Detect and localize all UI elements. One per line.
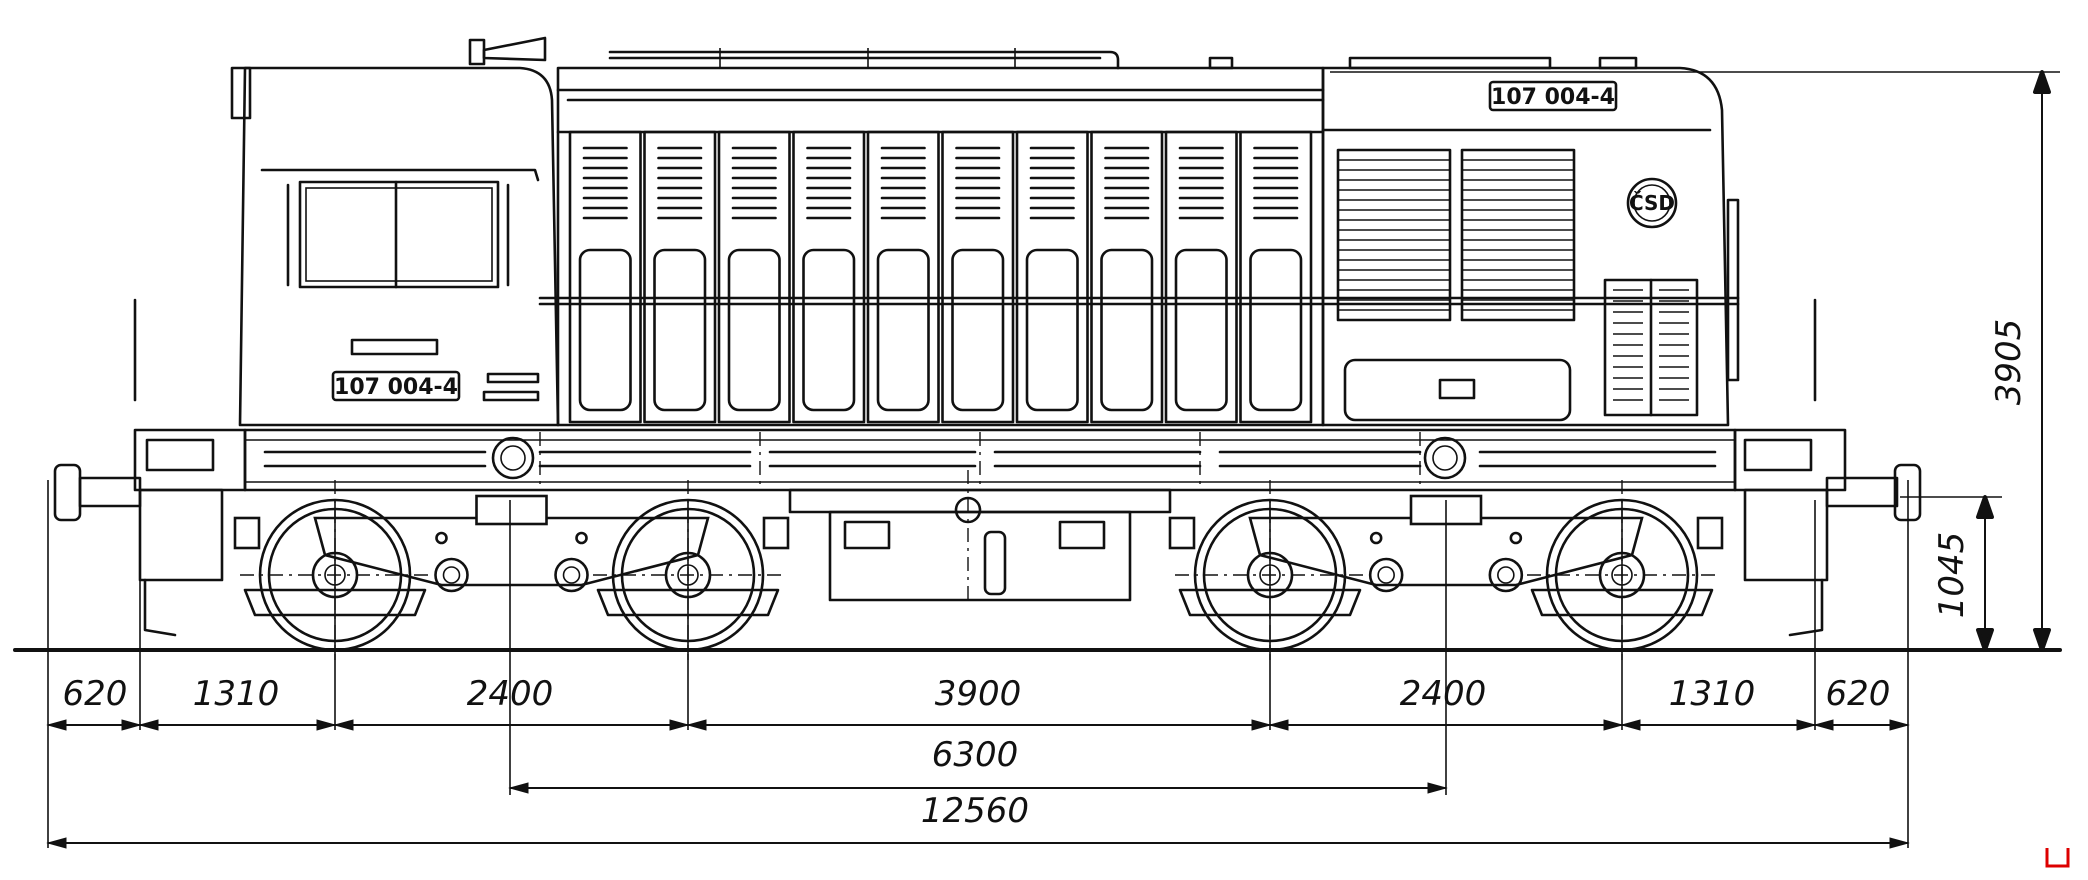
dim-label-620-rear: 620 xyxy=(1826,674,1891,714)
hood-door xyxy=(941,130,1015,424)
sandbox-filler-right xyxy=(1423,436,1467,480)
hood-door xyxy=(792,130,866,424)
cab-number-text: 107 004-4 xyxy=(334,375,458,400)
roof-pipe xyxy=(608,50,1120,70)
dim-label-2400-rear: 2400 xyxy=(1400,674,1487,714)
radiator-grille-left xyxy=(1336,148,1452,322)
fuel-tank xyxy=(828,510,1132,602)
hood-door xyxy=(1239,130,1313,424)
end-handrail xyxy=(1726,198,1740,382)
battery-box-door xyxy=(1343,358,1572,422)
dim-label-bogie-centres: 6300 xyxy=(932,735,1019,775)
hood-door xyxy=(568,130,642,424)
bogie xyxy=(233,494,790,617)
cab xyxy=(238,66,560,427)
cab-pillar xyxy=(230,66,252,120)
cab-rain-gutter xyxy=(260,168,540,182)
long-hood-doors xyxy=(568,130,1313,424)
long-hood xyxy=(556,66,1325,427)
dim-label-height: 3905 xyxy=(1989,319,2029,406)
hood-door xyxy=(717,130,791,424)
rear-buffer xyxy=(1825,463,1922,522)
hood-number-plate: 107 004-4 xyxy=(1488,80,1618,112)
dim-label-620-front: 620 xyxy=(63,674,128,714)
dim-label-buffer-height: 1045 xyxy=(1932,532,1972,619)
front-buffer xyxy=(53,463,142,522)
dim-label-overall: 12560 xyxy=(921,791,1029,831)
hood-number-text: 107 004-4 xyxy=(1491,85,1615,110)
horn-icon xyxy=(468,36,547,66)
cab-window xyxy=(298,180,500,289)
underframe xyxy=(53,298,1922,637)
hood-door xyxy=(866,130,940,424)
hood-door xyxy=(1015,130,1089,424)
csd-logo-icon: ČSD xyxy=(1626,177,1678,229)
short-hood-grilles xyxy=(1336,148,1699,422)
dimension-lines xyxy=(46,70,2060,849)
hood-door xyxy=(643,130,717,424)
rear-lamp xyxy=(1743,438,1813,472)
radiator-grille-right xyxy=(1460,148,1576,322)
hood-door xyxy=(1164,130,1238,424)
hood-door xyxy=(1090,130,1164,424)
short-hood xyxy=(1321,66,1730,427)
cab-number-plate: 107 004-4 xyxy=(331,370,461,402)
dim-label-3900: 3900 xyxy=(935,674,1022,714)
dim-label-2400-front: 2400 xyxy=(467,674,554,714)
cab-vent xyxy=(350,338,439,356)
dim-label-1310-rear: 1310 xyxy=(1669,674,1756,714)
csd-logo-text: ČSD xyxy=(1629,191,1675,215)
front-lamp xyxy=(145,438,215,472)
locomotive-body xyxy=(230,36,1740,427)
frame-sole-bar xyxy=(243,428,1737,492)
crop-mark xyxy=(2045,848,2070,868)
dim-label-1310-front: 1310 xyxy=(193,674,280,714)
sandbox-filler-left xyxy=(491,436,535,480)
dimension-labels: 620 1310 2400 3900 2400 1310 620 6300 12… xyxy=(63,319,2029,831)
